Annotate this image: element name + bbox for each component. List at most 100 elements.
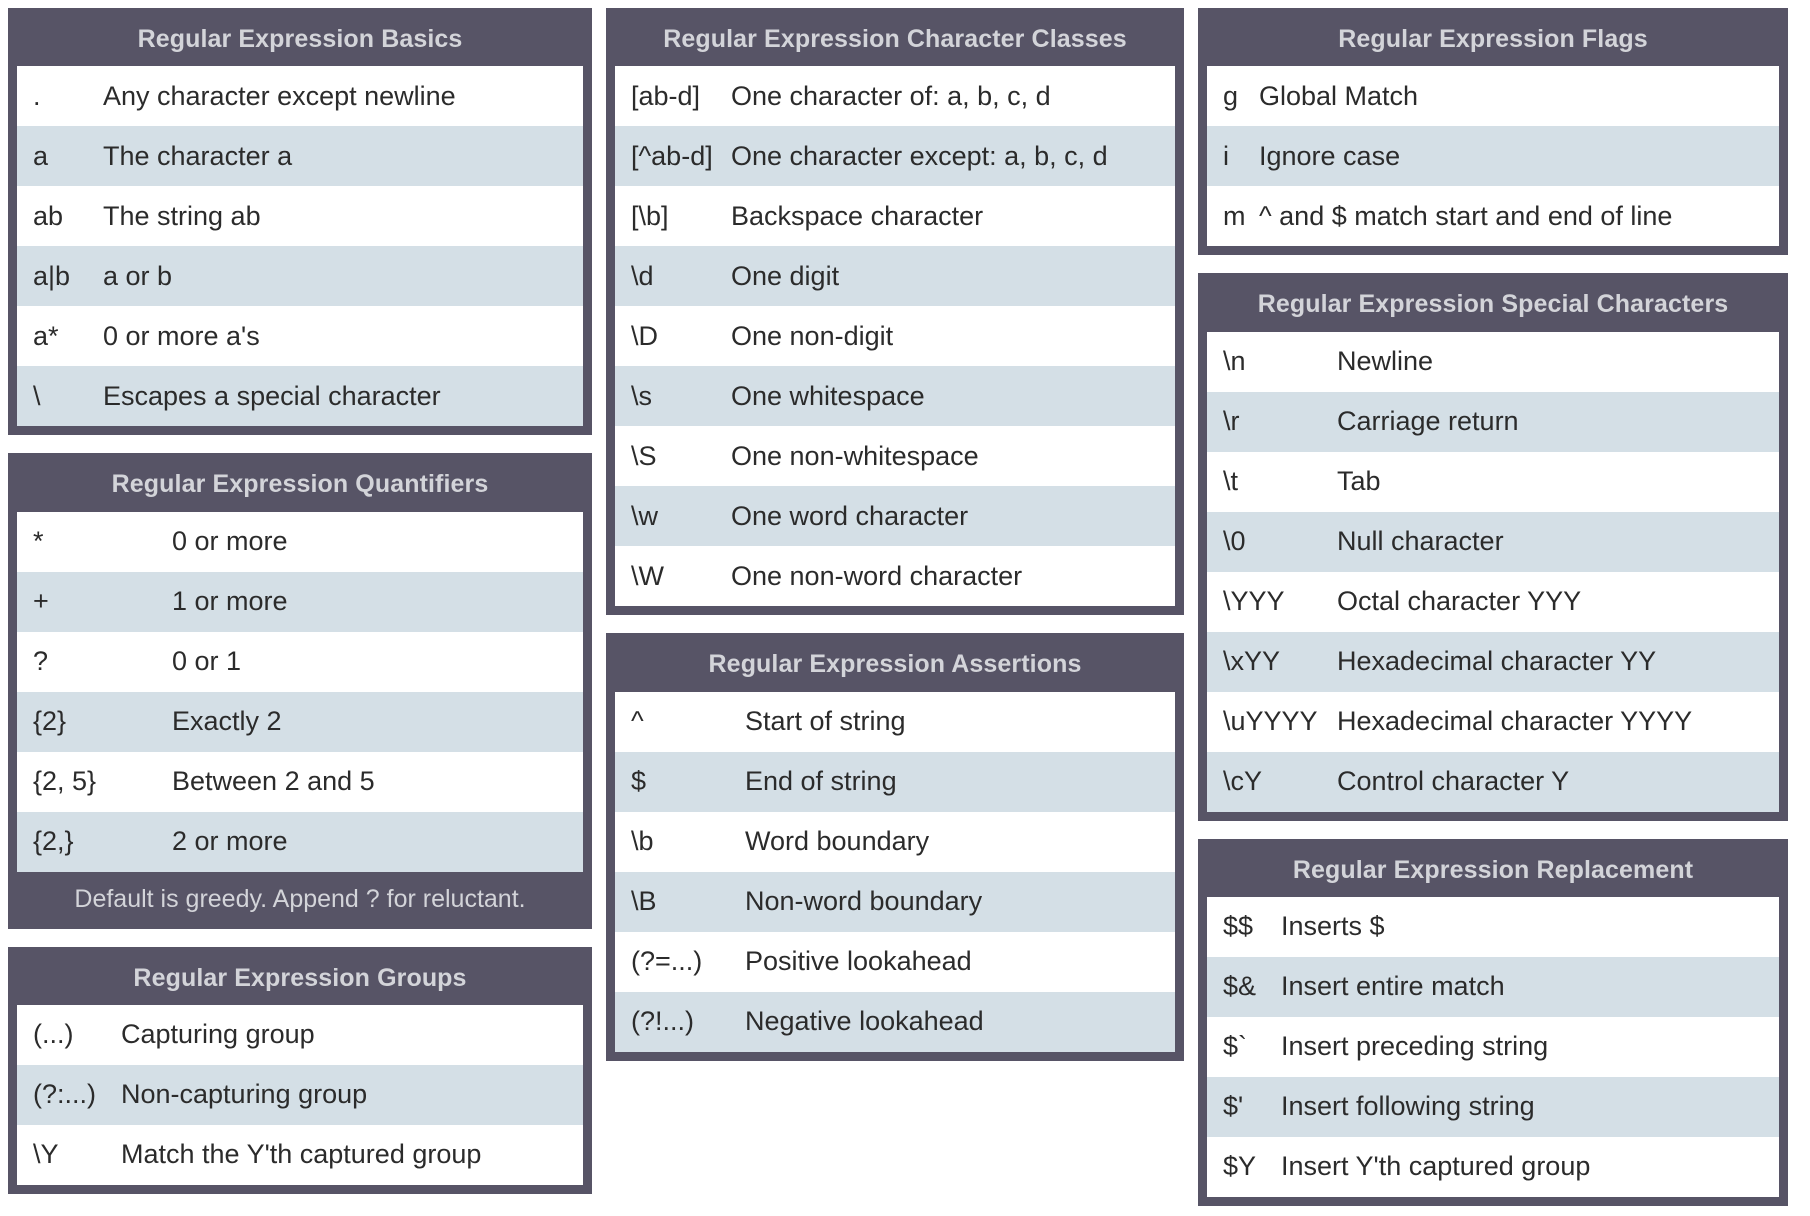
table-row: ?0 or 1 <box>17 631 583 692</box>
row-description: Non-capturing group <box>121 1079 368 1110</box>
table-row: [ab-d]One character of: a, b, c, d <box>615 66 1175 127</box>
row-symbol: i <box>1223 140 1229 171</box>
row-symbol: \r <box>1223 406 1240 436</box>
row-description: Start of string <box>745 706 906 736</box>
table-row: \S One non-whitespace <box>615 426 1175 487</box>
row-description: Control character Y <box>1337 766 1570 796</box>
row-symbol: {2,} <box>33 826 74 856</box>
quantifiers-footer-note: Default is greedy. Append ? for reluctan… <box>74 884 526 913</box>
row-description: Negative lookahead <box>745 1006 984 1036</box>
table-row: $Y Insert Y'th captured group <box>1207 1136 1779 1197</box>
row-symbol: (?:...) <box>33 1079 97 1110</box>
row-symbol: ab <box>33 200 64 231</box>
row-description: One whitespace <box>731 380 925 411</box>
row-symbol: (?=...) <box>631 946 703 976</box>
row-symbol: \YYY <box>1223 586 1285 616</box>
row-description: Tab <box>1337 466 1381 496</box>
row-description: The string ab <box>103 200 261 231</box>
table-row: $`Insert preceding string <box>1207 1016 1779 1077</box>
panel-title-character-classes: Regular Expression Character Classes <box>663 25 1127 53</box>
row-description: One character except: a, b, c, d <box>731 140 1108 171</box>
row-symbol: + <box>33 586 49 616</box>
table-row: (?=...) Positive lookahead <box>615 931 1175 992</box>
row-symbol: [^ab-d] <box>631 140 713 171</box>
table-row: +1 or more <box>17 571 583 632</box>
row-symbol: (?!...) <box>631 1006 695 1036</box>
table-row: [^ab-d] One character except: a, b, c, d <box>615 126 1175 187</box>
row-symbol: m <box>1223 200 1246 231</box>
table-row: (...)Capturing group <box>17 1004 583 1065</box>
row-description: Hexadecimal character YYYY <box>1337 706 1693 736</box>
row-symbol: $& <box>1223 971 1257 1002</box>
panel-title-flags: Regular Expression Flags <box>1338 25 1648 53</box>
row-description: Hexadecimal character YY <box>1337 646 1657 676</box>
column-left: Regular Expression Basics . Any character… <box>8 8 592 1216</box>
panel-quantifiers: Regular Expression Quantifiers *0 or mor… <box>8 453 592 929</box>
row-symbol: \s <box>631 380 653 411</box>
panel-title-special-characters: Regular Expression Special Characters <box>1257 290 1729 319</box>
row-description: 2 or more <box>172 826 288 856</box>
panel-title-groups: Regular Expression Groups <box>133 963 467 992</box>
row-description: a or b <box>103 260 173 291</box>
row-description: Insert Y'th captured group <box>1281 1151 1591 1182</box>
table-row: $'Insert following string <box>1207 1076 1779 1137</box>
row-description: Insert following string <box>1281 1091 1535 1122</box>
table-row: \s One whitespace <box>615 366 1175 427</box>
row-symbol: \Y <box>33 1139 59 1170</box>
row-description: Null character <box>1337 526 1504 556</box>
row-symbol: \S <box>631 440 657 471</box>
row-symbol: . <box>33 80 41 111</box>
panel-title-assertions: Regular Expression Assertions <box>708 650 1082 679</box>
table-row: {2}Exactly 2 <box>17 691 583 752</box>
row-symbol: \d <box>631 260 654 291</box>
row-description: One non-word character <box>731 560 1023 591</box>
table-row: ^ Start of string <box>615 691 1175 752</box>
row-description: 0 or more <box>172 526 288 556</box>
table-row: $&Insert entire match <box>1207 956 1779 1017</box>
table-row: \Escapes a special character <box>17 366 583 427</box>
row-description: One non-whitespace <box>731 440 979 471</box>
row-description: Positive lookahead <box>745 946 972 976</box>
table-row: (?!...) Negative lookahead <box>615 991 1175 1052</box>
table-row: $End of string <box>615 751 1175 812</box>
row-symbol: ^ <box>631 706 644 736</box>
row-symbol: * <box>33 526 44 556</box>
panel-title-basics: Regular Expression Basics <box>137 25 463 53</box>
row-description: Any character except newline <box>103 80 456 111</box>
row-symbol: \cY <box>1223 766 1263 796</box>
table-row: * 0 or more <box>17 511 583 572</box>
panel-groups: Regular Expression Groups (...)Capturing… <box>8 946 592 1194</box>
row-description: Between 2 and 5 <box>172 766 375 796</box>
row-symbol: a <box>33 140 49 171</box>
table-row: (?:...) Non-capturing group <box>17 1064 583 1125</box>
row-description: ^ and $ match start and end of line <box>1259 200 1673 231</box>
table-row: {2, 5}Between 2 and 5 <box>17 751 583 812</box>
row-symbol: {2} <box>33 706 67 736</box>
row-description: Word boundary <box>745 826 930 856</box>
row-symbol: \W <box>631 560 664 591</box>
row-description: One character of: a, b, c, d <box>731 80 1051 111</box>
table-row: \Y Match the Y'th captured group <box>17 1124 583 1185</box>
table-row: \cY Control character Y <box>1207 751 1779 812</box>
row-symbol: $Y <box>1223 1151 1257 1182</box>
panel-title-replacement: Regular Expression Replacement <box>1292 855 1694 884</box>
panel-character-classes: Regular Expression Character Classes [ab… <box>606 8 1184 616</box>
row-symbol: (...) <box>33 1019 74 1050</box>
row-description: Match the Y'th captured group <box>121 1139 482 1170</box>
row-symbol: \B <box>631 886 657 916</box>
